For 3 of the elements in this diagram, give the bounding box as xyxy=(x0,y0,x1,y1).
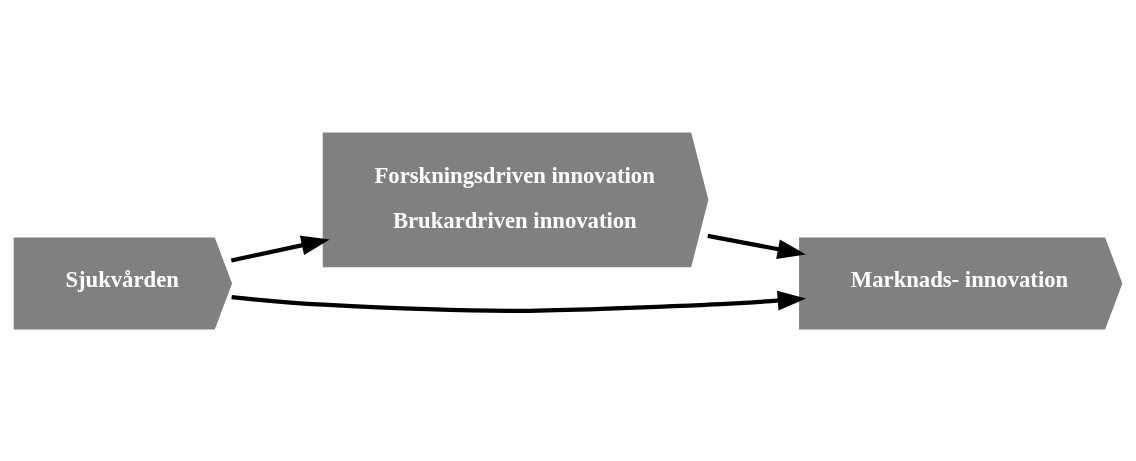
arrow xyxy=(230,235,330,263)
arrow xyxy=(231,290,807,313)
arrow xyxy=(707,233,806,259)
